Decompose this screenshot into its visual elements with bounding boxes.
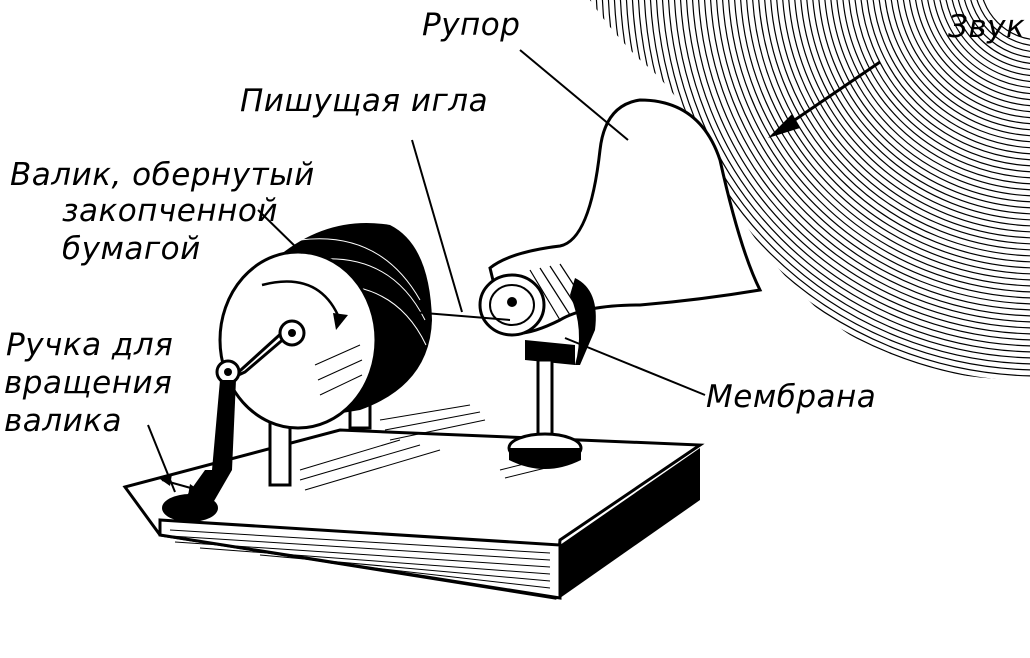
label-handle-line3: валика	[4, 403, 122, 439]
label-drum-line3: бумагой	[62, 231, 201, 267]
horn-stand	[507, 278, 596, 469]
label-horn: Рупор	[422, 7, 521, 43]
drum	[218, 223, 432, 430]
label-membrane: Мембрана	[706, 379, 877, 415]
sound-arrow	[768, 60, 881, 138]
label-drum-line1: Валик, обернутый	[10, 157, 315, 193]
label-handle-line1: Ручка для	[6, 327, 174, 363]
crank-handle	[160, 319, 306, 522]
leader-lines	[147, 49, 706, 493]
label-stylus: Пишущая игла	[240, 83, 489, 119]
label-drum-line2: закопченной	[62, 193, 278, 229]
horn	[478, 98, 763, 337]
wave-arc	[709, 0, 1030, 311]
stylus	[411, 311, 511, 321]
label-handle-line2: вращения	[4, 365, 173, 401]
label-sound: Звук	[948, 9, 1026, 45]
